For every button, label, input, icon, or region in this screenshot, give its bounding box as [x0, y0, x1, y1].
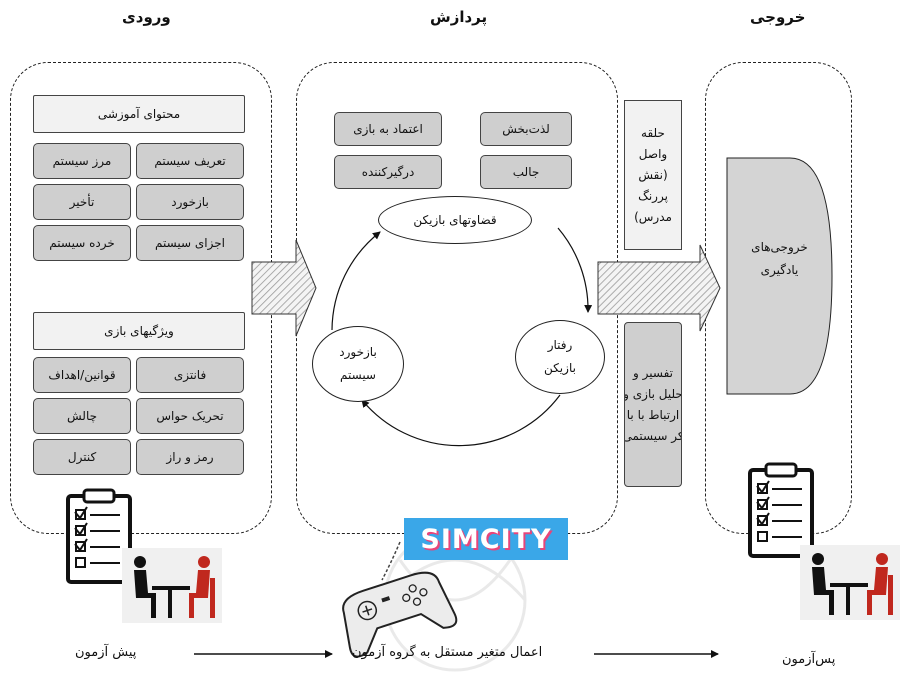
- header-output: خروجی: [750, 8, 806, 26]
- feature-item: رمز و راز: [136, 439, 244, 475]
- game-controller-icon: [342, 541, 458, 658]
- behavior-line: رفتار: [547, 338, 573, 353]
- input-to-process-arrow: [251, 239, 317, 337]
- content-item: اجزای سیستم: [136, 225, 244, 261]
- analysis-line: ارتباط با با: [626, 407, 680, 422]
- outcomes-line: خروجی‌های: [751, 240, 808, 254]
- interview-people-icon: [122, 548, 222, 623]
- arrow-feedback-to-judgment: [331, 231, 381, 331]
- arrow-behavior-to-feedback: [361, 394, 561, 447]
- simcity-logo-text: SIMCITY: [420, 523, 552, 555]
- header-process: پردازش: [430, 8, 488, 26]
- clipboard-icon: [748, 462, 814, 558]
- debrief-box: حلقه واصل (نقش پررنگ مدرس): [624, 100, 682, 250]
- content-item: مرز سیستم: [33, 143, 131, 179]
- attribute-box: درگیرکننده: [334, 155, 442, 189]
- analysis-box: تفسیر و حلیل بازی و ارتباط با با کر سیست…: [624, 322, 682, 487]
- apply-independent-variable-label: اعمال متغیر مستقل به گروه آزمون: [352, 645, 543, 660]
- player-behavior-node: رفتار بازیکن: [515, 320, 605, 394]
- process-to-output-arrow: [597, 244, 721, 332]
- system-feedback-node: بازخورد سیستم: [312, 326, 404, 402]
- behavior-line: بازیکن: [544, 361, 576, 375]
- feedback-line: بازخورد: [339, 345, 377, 360]
- feature-item: چالش: [33, 398, 131, 434]
- debrief-line: مدرس): [634, 209, 672, 224]
- pretest-label: پیش آزمون: [75, 645, 137, 660]
- debrief-line: حلقه: [641, 125, 665, 140]
- feature-item: تحریک حواس: [136, 398, 244, 434]
- debrief-line: واصل: [638, 146, 668, 161]
- content-item: خرده سیستم: [33, 225, 131, 261]
- interview-people-icon: [800, 545, 900, 620]
- simcity-logo: SIMCITY: [404, 518, 568, 560]
- posttest-label: پس‌آزمون: [782, 652, 836, 667]
- debrief-line: (نقش: [638, 167, 668, 182]
- feature-item: فانتزی: [136, 357, 244, 393]
- attribute-box: جالب: [480, 155, 572, 189]
- feature-item: کنترل: [33, 439, 131, 475]
- content-item: تعریف سیستم: [136, 143, 244, 179]
- player-judgment-node: قضاوتهای بازیکن: [378, 196, 532, 244]
- analysis-line: حلیل بازی و: [624, 386, 682, 401]
- feature-item: قوانین/اهداف: [33, 357, 131, 393]
- attribute-box: لذت‌بخش: [480, 112, 572, 146]
- analysis-line: کر سیستمی: [624, 428, 682, 443]
- header-input: ورودی: [122, 8, 171, 26]
- content-title: محتوای آموزشی: [33, 95, 245, 133]
- feedback-line: سیستم: [340, 368, 376, 382]
- content-item: بازخورد: [136, 184, 244, 220]
- arrow-judgment-to-behavior: [557, 227, 593, 313]
- clipboard-icon: [66, 488, 132, 584]
- analysis-line: تفسیر و: [633, 365, 673, 380]
- learning-outcomes-shape: [726, 157, 833, 395]
- debrief-line: پررنگ: [638, 188, 668, 203]
- attribute-box: اعتماد به بازی: [334, 112, 442, 146]
- outcomes-line: یادگیری: [760, 262, 799, 277]
- learning-outcomes-label: خروجی‌های یادگیری: [727, 236, 832, 282]
- content-item: تأخیر: [33, 184, 131, 220]
- features-title: ویژگیهای بازی: [33, 312, 245, 350]
